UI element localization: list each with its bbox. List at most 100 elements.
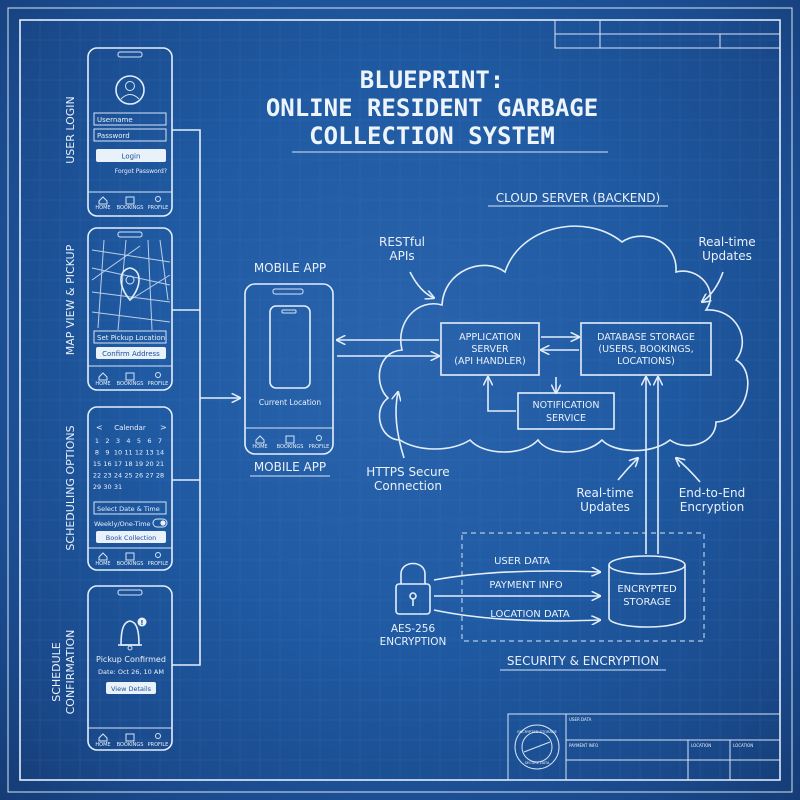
aes-label-1: AES-256 — [391, 623, 436, 635]
calendar-day[interactable]: 9 — [105, 449, 109, 457]
nav-profile[interactable]: PROFILE — [148, 742, 169, 748]
calendar-day[interactable]: 24 — [114, 472, 122, 480]
storage-label-2: STORAGE — [623, 597, 671, 608]
phone-map: Set Pickup Location Confirm Address HOME… — [87, 227, 173, 391]
title-block-user-data: USER DATA — [569, 717, 592, 722]
title-line-3: COLLECTION SYSTEM — [309, 122, 555, 150]
confirm-address-button[interactable] — [96, 347, 166, 359]
e2e-label-1: End-to-End — [679, 486, 746, 500]
nav-bookings[interactable]: BOOKINGS — [117, 561, 144, 567]
nav-profile[interactable]: PROFILE — [309, 444, 330, 450]
lock-icon — [395, 562, 431, 615]
calendar-day[interactable]: 15 — [93, 460, 101, 468]
calendar-day[interactable]: 19 — [135, 460, 143, 468]
nav-bookings[interactable]: BOOKINGS — [117, 205, 144, 211]
title-line-2: ONLINE RESIDENT GARBAGE — [266, 94, 598, 122]
nav-bookings[interactable]: BOOKINGS — [117, 381, 144, 387]
calendar-day[interactable]: 8 — [95, 449, 99, 457]
user-avatar-icon — [115, 75, 145, 105]
calendar-day[interactable]: 17 — [114, 460, 122, 468]
username-field[interactable] — [93, 112, 167, 126]
forgot-password-link[interactable]: Forgot Password? — [115, 168, 167, 175]
view-details-button[interactable] — [106, 682, 156, 694]
calendar-day[interactable]: 22 — [93, 472, 101, 480]
flow-user-data: USER DATA — [494, 556, 550, 567]
set-pickup-label: Set Pickup Location — [97, 334, 165, 342]
password-field[interactable] — [93, 128, 167, 142]
calendar-day[interactable]: 5 — [137, 437, 141, 445]
calendar-day[interactable]: 6 — [147, 437, 151, 445]
nav-home[interactable]: HOME — [95, 561, 110, 567]
book-collection-button[interactable] — [96, 531, 166, 543]
calendar-day[interactable]: 29 — [93, 483, 101, 491]
app-server-line-1: APPLICATION — [459, 332, 521, 343]
database-line-1: DATABASE STORAGE — [597, 332, 695, 343]
select-date-field[interactable] — [93, 501, 167, 515]
mobile-app-label-bottom: MOBILE APP — [254, 460, 326, 474]
bell-icon — [120, 620, 140, 646]
calendar-day[interactable]: 13 — [145, 449, 153, 457]
calendar-day[interactable]: 31 — [114, 483, 122, 491]
pickup-confirmed-title: Pickup Confirmed — [96, 655, 166, 664]
app-server-line-3: (API HANDLER) — [454, 356, 525, 367]
phone-confirmation: ! Pickup Confirmed Date: Oct 26, 10 AM V… — [87, 585, 173, 751]
nav-home[interactable]: HOME — [95, 381, 110, 387]
nav-bookings[interactable]: BOOKINGS — [117, 742, 144, 748]
calendar-day[interactable]: 14 — [156, 449, 164, 457]
calendar-day[interactable]: 20 — [145, 460, 153, 468]
title-block-payment: PAYMENT INFO — [569, 743, 598, 748]
toggle-label: Weekly/One-Time — [94, 520, 151, 528]
title-block-location-2: LOCATION — [733, 743, 753, 748]
database-storage-box — [580, 322, 712, 376]
calendar-day[interactable]: 25 — [124, 472, 132, 480]
set-pickup-field[interactable] — [93, 330, 167, 344]
calendar-next-icon[interactable]: > — [160, 423, 167, 432]
nav-profile[interactable]: PROFILE — [148, 381, 169, 387]
profile-icon — [316, 435, 322, 441]
calendar-day[interactable]: 10 — [114, 449, 122, 457]
calendar-day[interactable]: 30 — [103, 483, 111, 491]
alert-badge — [137, 617, 147, 627]
calendar-month: Calendar — [114, 424, 146, 432]
cloud-title: CLOUD SERVER (BACKEND) — [496, 191, 660, 205]
bookings-icon — [125, 196, 135, 205]
nav-home[interactable]: HOME — [95, 205, 110, 211]
calendar-day[interactable]: 4 — [126, 437, 130, 445]
calendar-day[interactable]: 27 — [145, 472, 153, 480]
calendar-prev-icon[interactable]: < — [96, 423, 103, 432]
bookings-icon — [125, 733, 135, 742]
calendar-day[interactable]: 26 — [135, 472, 143, 480]
inner-phone-icon — [269, 305, 311, 389]
inner-border — [19, 19, 781, 781]
calendar-day[interactable]: 18 — [124, 460, 132, 468]
confirm-address-label: Confirm Address — [102, 350, 160, 358]
database-line-2: (USERS, BOOKINGS, — [598, 344, 693, 355]
stamp-bottom-text: SECURE DATA — [525, 761, 550, 765]
side-label-confirmation: CONFIRMATION — [64, 630, 77, 715]
calendar-day[interactable]: 7 — [158, 437, 162, 445]
home-icon — [98, 372, 108, 381]
restful-arrow — [409, 271, 434, 298]
nav-profile[interactable]: PROFILE — [148, 205, 169, 211]
calendar-day[interactable]: 28 — [156, 472, 164, 480]
profile-icon — [155, 552, 161, 558]
nav-bookings[interactable]: BOOKINGS — [277, 444, 304, 450]
encrypted-storage-cylinder — [608, 555, 686, 628]
nav-home[interactable]: HOME — [95, 742, 110, 748]
calendar-day[interactable]: 2 — [105, 437, 109, 445]
storage-label-1: ENCRYPTED — [617, 584, 677, 595]
nav-profile[interactable]: PROFILE — [148, 561, 169, 567]
bookings-icon — [125, 372, 135, 381]
phone-login: Username Password Login Forgot Password?… — [87, 47, 173, 217]
calendar-day[interactable]: 23 — [103, 472, 111, 480]
calendar-day[interactable]: 16 — [103, 460, 111, 468]
weekly-toggle[interactable] — [152, 518, 168, 528]
calendar-day[interactable]: 3 — [116, 437, 120, 445]
calendar-day[interactable]: 1 — [95, 437, 99, 445]
nav-home[interactable]: HOME — [252, 444, 267, 450]
calendar-day[interactable]: 12 — [135, 449, 143, 457]
https-arrow — [396, 392, 405, 459]
login-button[interactable] — [96, 149, 166, 162]
calendar-day[interactable]: 11 — [124, 449, 132, 457]
calendar-day[interactable]: 21 — [156, 460, 164, 468]
